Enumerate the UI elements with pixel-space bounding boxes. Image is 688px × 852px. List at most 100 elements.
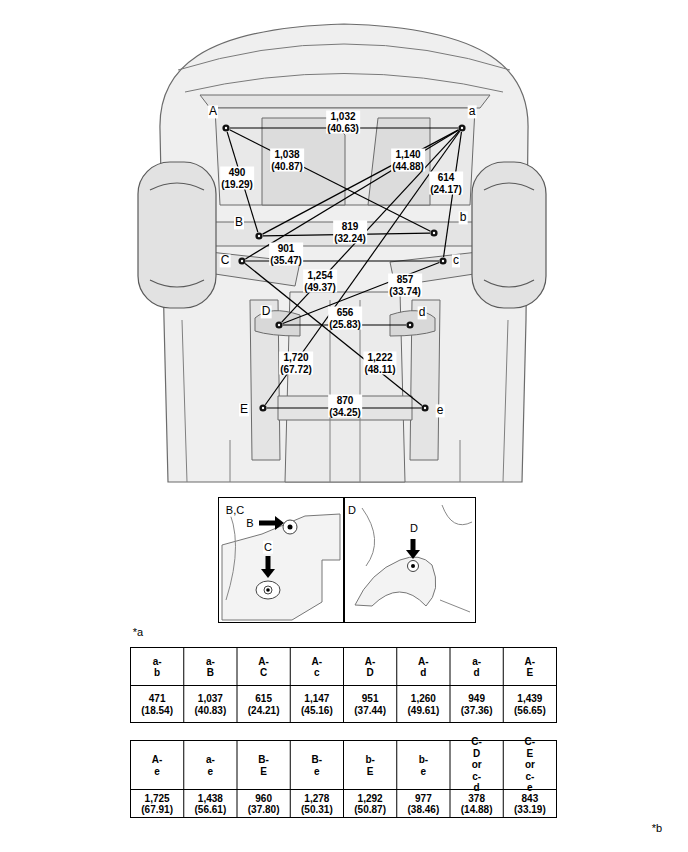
point-letter: D — [261, 305, 272, 318]
point-letter: b — [459, 211, 468, 224]
point-dot — [433, 232, 435, 234]
dimension-label: 1,038 (40.87) — [270, 149, 304, 172]
point-dot — [458, 124, 465, 131]
table-grid — [184, 741, 504, 818]
dimension-label: 1,254 (49.37) — [303, 270, 337, 293]
table-header-cell: a-e — [206, 754, 215, 777]
dimension-label: 857 (33.74) — [388, 274, 422, 297]
measuring-point: C — [238, 257, 246, 265]
table-header-cell: C-E or c-e — [525, 736, 536, 794]
figure-note: *a — [133, 626, 143, 639]
table-header-cell: b-E — [365, 754, 374, 777]
underbody-panels — [200, 95, 490, 482]
table-header-cell: A-E — [525, 655, 536, 678]
table-value-cell: 1,438 (56.61) — [195, 792, 227, 815]
dimension-label: 901 (35.47) — [269, 243, 303, 266]
pointer-arrow — [259, 516, 420, 578]
table-grid — [131, 741, 557, 818]
detail-inset — [362, 505, 472, 612]
point-letter: e — [436, 404, 445, 417]
detail-inset — [264, 586, 272, 594]
table-header-cell: B-E — [258, 754, 269, 777]
point-dot — [225, 127, 227, 129]
point-dot — [430, 229, 438, 237]
detail-inset — [266, 588, 270, 592]
dimension-label: 870 (34.25) — [328, 395, 362, 418]
point-dot — [439, 257, 446, 264]
tire — [150, 183, 204, 287]
dimension-label: 1,720 (67.72) — [279, 352, 313, 375]
measuring-point: c — [439, 257, 447, 265]
detail-inset — [411, 564, 415, 568]
measuring-point: A — [222, 124, 230, 132]
table-value-cell: 843 (33.19) — [514, 792, 546, 815]
point-dot — [259, 404, 266, 411]
detail-inset — [283, 520, 297, 534]
point-dot — [255, 232, 262, 239]
table-grid — [131, 648, 557, 818]
front-bumper — [178, 44, 510, 92]
pointer-arrow — [261, 569, 275, 578]
table-value-cell: 1,725 (67.91) — [141, 792, 173, 815]
dimension-label: 819 (32.24) — [333, 221, 367, 244]
table-value-cell: 1,037 (40.83) — [195, 693, 227, 716]
pointer-arrow — [275, 516, 284, 530]
dimension-label: 614 (24.17) — [429, 172, 463, 195]
pointer-arrow — [266, 556, 271, 570]
point-letter: a — [468, 105, 477, 118]
underbody-panels — [390, 311, 435, 336]
table-header-cell: B-e — [312, 754, 323, 777]
table-grid — [184, 648, 504, 723]
table-header-cell: C-D or c-d — [471, 736, 482, 794]
detail-inset — [219, 498, 476, 623]
point-dot — [241, 260, 243, 262]
table-value-cell: 1,439 (56.65) — [514, 693, 546, 716]
detail-inset — [345, 498, 476, 623]
point-dot — [222, 124, 229, 131]
point-letter: C — [220, 254, 231, 267]
table-header-cell: A-D — [365, 655, 376, 678]
front-bumper — [178, 44, 510, 70]
body-lines — [230, 440, 460, 482]
inset-callout: B,C — [225, 504, 245, 517]
table-value-cell: 1,260 (49.61) — [408, 693, 440, 716]
underbody-panels — [200, 95, 490, 108]
table-value-cell: 1,147 (45.16) — [301, 693, 333, 716]
point-dot — [461, 127, 463, 129]
dimension-line — [245, 130, 458, 259]
measuring-point: D — [275, 321, 283, 329]
table-grid — [131, 648, 557, 723]
table-header-cell: A-d — [418, 655, 429, 678]
point-dot — [238, 257, 246, 265]
table-value-cell: 977 (38.46) — [408, 792, 440, 815]
point-letter: c — [452, 254, 460, 267]
point-dot — [262, 407, 264, 409]
underbody-panels — [285, 292, 405, 482]
table-value-cell: 960 (37.80) — [248, 792, 280, 815]
table-value-cell: 378 (14.88) — [461, 792, 493, 815]
point-dot — [259, 404, 267, 412]
table-header-cell: b-e — [419, 754, 428, 777]
underbody-panels — [368, 118, 430, 205]
inset-callout: B — [245, 517, 254, 530]
point-dot — [421, 404, 429, 412]
point-letter: E — [239, 403, 249, 416]
point-dot — [238, 257, 245, 264]
dimension-label: 490 (19.29) — [220, 167, 254, 190]
body-lines — [182, 300, 508, 482]
point-dot — [406, 321, 414, 329]
detail-inset — [222, 514, 340, 620]
table-value-cell: 471 (18.54) — [141, 693, 173, 716]
dimension-label: 1,222 (48.11) — [363, 352, 396, 375]
tire — [138, 162, 216, 308]
point-letter: B — [234, 216, 244, 229]
point-dot — [421, 404, 428, 411]
dimension-label: 656 (25.83) — [328, 307, 362, 330]
point-dot — [275, 321, 282, 328]
point-dot — [406, 321, 413, 328]
table-header-cell: a-d — [472, 655, 481, 678]
pointer-arrow — [411, 539, 416, 551]
pointer-arrow — [406, 550, 420, 559]
inset-callout: D — [409, 522, 419, 535]
